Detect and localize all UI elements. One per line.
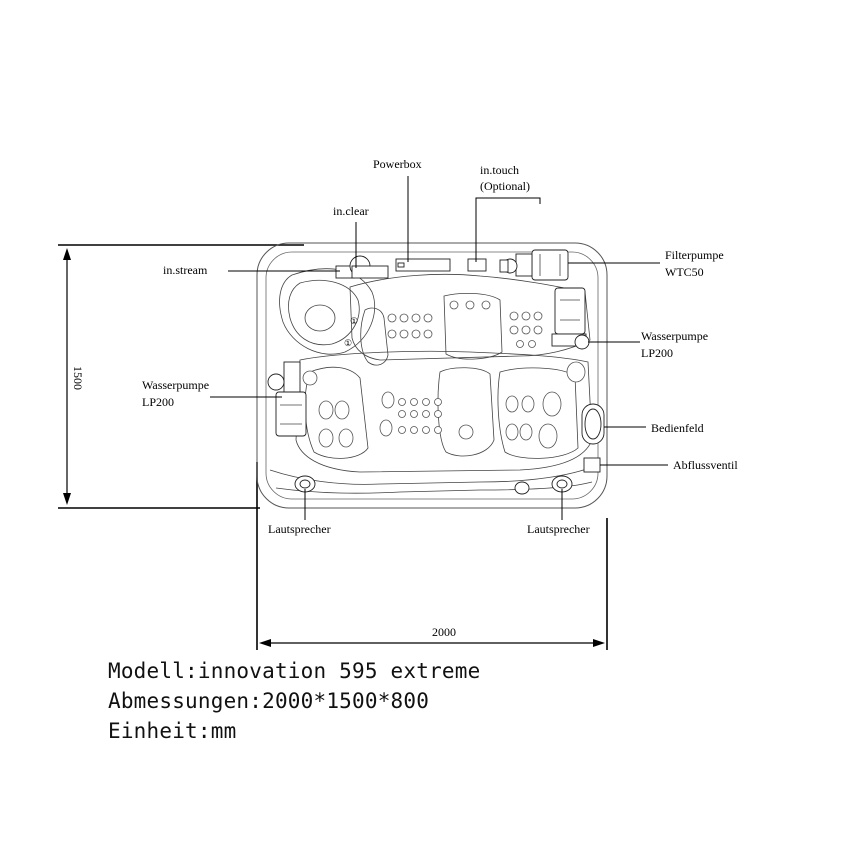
leader-lines [210,176,668,520]
label-lp200-left: LP200 [142,395,174,409]
width-dimension: 2000 [256,462,608,650]
seat-marker-1: ① [350,316,358,326]
label-in-clear: in.clear [333,204,369,218]
width-value: 2000 [432,625,456,639]
in-touch-part [467,258,487,272]
label-wasserpumpe-left: Wasserpumpe [142,378,209,392]
dimensions-line: Abmessungen:2000*1500*800 [108,689,430,713]
depth-dimension: 1500 [58,244,304,509]
label-lautsprecher-right: Lautsprecher [527,522,590,536]
label-lp200-right: LP200 [641,346,673,360]
model-line: Modell:innovation 595 extreme [108,659,481,683]
label-wasserpumpe-right: Wasserpumpe [641,329,708,343]
in-clear-part [349,255,389,279]
spa-shell [256,242,608,509]
label-optional: (Optional) [480,179,530,193]
label-bedienfeld: Bedienfeld [651,421,704,435]
control-panel-part [581,403,605,445]
speaker-right [514,475,573,495]
spa-jets [302,300,586,449]
label-powerbox: Powerbox [373,157,422,171]
filter-pump-part [499,249,569,281]
unit-line: Einheit:mm [108,719,237,743]
spa-seats [269,268,596,494]
label-filterpumpe: Filterpumpe [665,248,724,262]
seat-marker-2: ① [344,338,352,348]
label-in-touch: in.touch [480,163,519,177]
right-pump-part [551,287,590,350]
powerbox-part [395,258,451,272]
label-wtc50: WTC50 [665,265,704,279]
left-pump-part [267,361,307,437]
label-in-stream: in.stream [163,263,208,277]
drain-valve-part [583,457,601,473]
label-lautsprecher-left: Lautsprecher [268,522,331,536]
depth-value: 1500 [71,366,85,390]
label-abflussventil: Abflussventil [673,458,738,472]
